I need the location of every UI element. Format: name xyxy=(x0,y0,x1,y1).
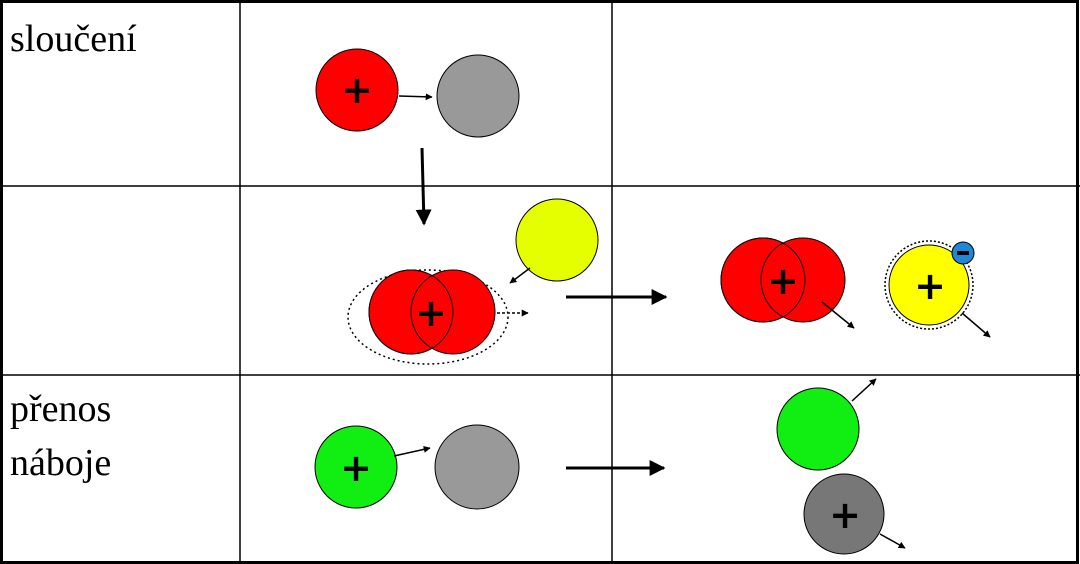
plus-sign: + xyxy=(341,68,373,112)
red-particle-left-outline xyxy=(720,237,806,323)
yellow-particle-icon xyxy=(888,244,970,326)
row3-charge-transfer-result: + xyxy=(776,378,906,555)
label-prenos: přenos xyxy=(10,388,112,430)
yellow-particle-icon xyxy=(515,198,599,282)
label-naboje: náboje xyxy=(10,442,112,484)
velocity-arrow-icon xyxy=(821,301,855,329)
dotted-shell-icon xyxy=(884,240,974,330)
red-particle-right-icon xyxy=(760,237,846,323)
row1-fusion-initial: + xyxy=(315,48,520,226)
row2-fusion-merged: + xyxy=(347,198,668,365)
plus-sign: + xyxy=(829,493,861,537)
red-particle-left-outline xyxy=(368,269,454,355)
velocity-arrow-icon xyxy=(398,93,433,101)
row3-charge-transfer-initial: + xyxy=(314,424,666,510)
plus-sign: + xyxy=(914,264,946,308)
plus-sign: + xyxy=(340,446,372,490)
velocity-arrow-icon xyxy=(851,378,877,402)
down-arrow-icon xyxy=(415,147,432,226)
plus-sign: + xyxy=(767,259,799,303)
green-particle-icon xyxy=(314,425,398,509)
velocity-arrow-icon xyxy=(879,533,906,549)
row2-fusion-result: + + xyxy=(720,237,991,338)
velocity-arrow-icon xyxy=(393,445,431,457)
gray-particle-icon xyxy=(434,424,520,510)
green-particle-icon xyxy=(776,387,860,471)
dark-gray-particle-icon xyxy=(803,473,885,555)
velocity-arrow-icon xyxy=(509,267,531,284)
velocity-arrow-icon xyxy=(961,312,991,338)
gray-particle-icon xyxy=(436,54,520,138)
dotted-ellipse-icon xyxy=(347,269,509,365)
plus-sign: + xyxy=(415,291,447,335)
label-slouceni: sloučení xyxy=(10,18,137,60)
red-particle-icon xyxy=(315,48,399,132)
minus-sign xyxy=(957,251,969,255)
